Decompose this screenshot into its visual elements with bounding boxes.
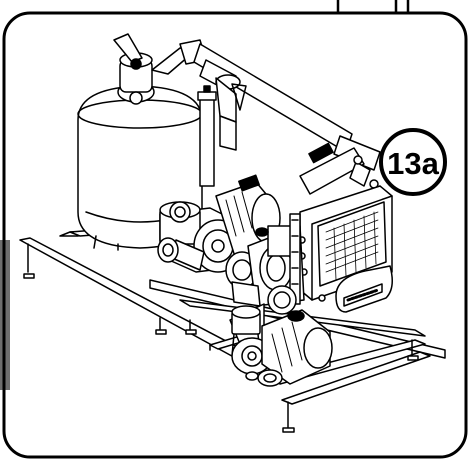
multiport-valve [113,33,155,105]
valve-manifold [225,213,305,315]
pool-equipment-illustration [19,33,446,433]
control-box [298,185,393,313]
booster-pump [229,303,333,387]
main-pump [157,174,281,273]
step-badge: 13a [379,128,447,196]
step-badge-label: 13a [387,146,439,181]
vent-grille [325,211,379,281]
figure-frame [2,11,468,459]
pipework [151,39,386,196]
step-badge-circle [379,128,447,196]
leveling-feet [23,243,419,433]
